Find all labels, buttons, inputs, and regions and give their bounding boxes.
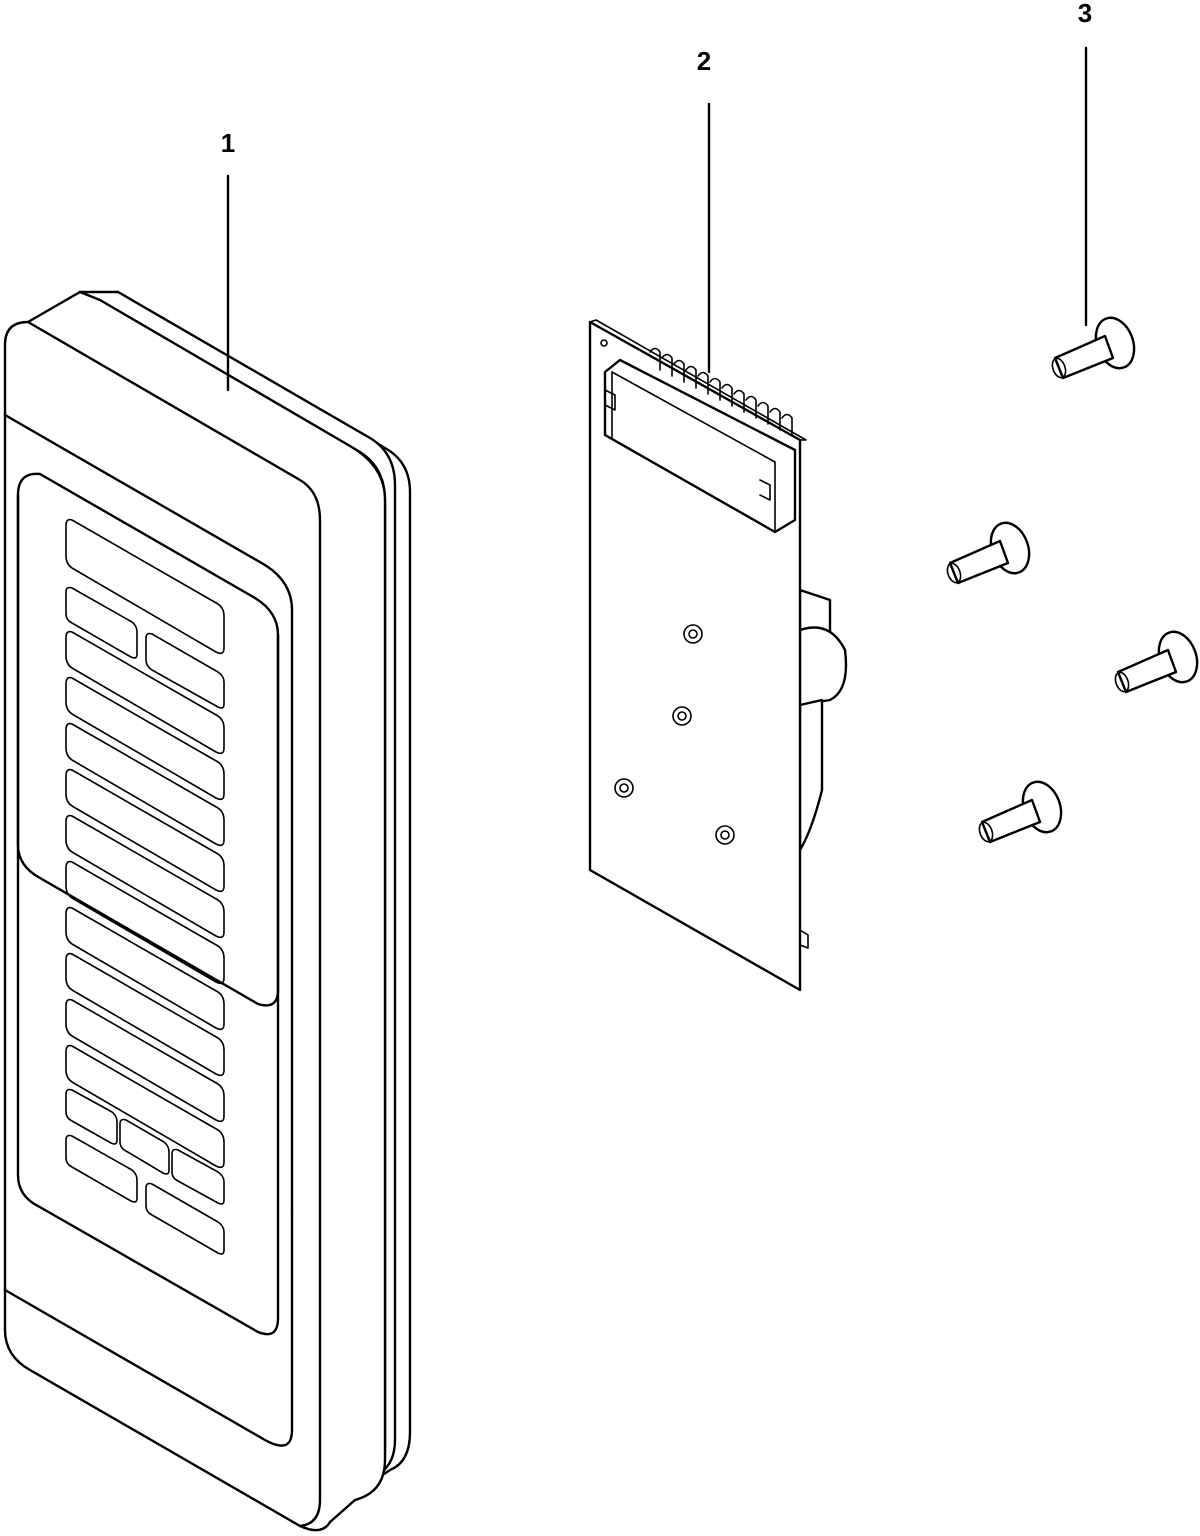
mounting-holes <box>614 624 735 845</box>
circuit-board-icon <box>588 319 848 992</box>
control-panel-icon <box>3 290 412 1532</box>
connector-pins <box>649 347 793 437</box>
callout-1: 1 <box>221 128 235 392</box>
screw-icon <box>978 780 1063 844</box>
callout-3: 3 <box>1078 0 1092 327</box>
keypad-buttons <box>65 518 225 1255</box>
screw-icon <box>1114 630 1199 694</box>
callout-2-label: 2 <box>697 46 711 76</box>
callout-1-label: 1 <box>221 128 235 158</box>
screw-icon <box>1051 316 1136 380</box>
callout-3-label: 3 <box>1078 0 1092 28</box>
callout-2: 2 <box>697 46 711 374</box>
screw-icon <box>946 521 1031 585</box>
